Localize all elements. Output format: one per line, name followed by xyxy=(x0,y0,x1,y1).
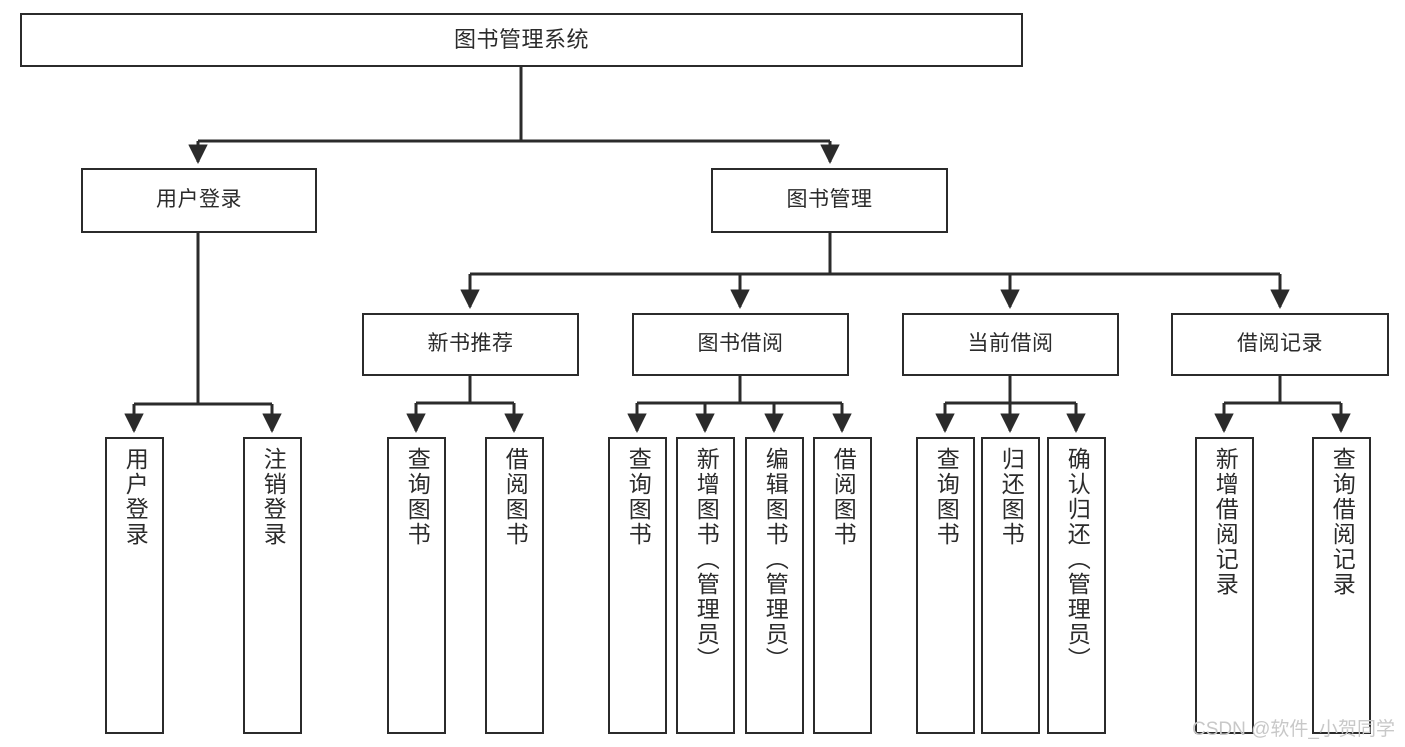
leaf-user-login-0[interactable]: 用户登录 xyxy=(105,437,164,734)
leaf-new-book-recommend-1[interactable]: 借阅图书 xyxy=(485,437,544,734)
node-current-borrow[interactable]: 当前借阅 xyxy=(902,313,1119,376)
leaf-current-borrow-1[interactable]: 归还图书 xyxy=(981,437,1040,734)
node-label: 注销登录 xyxy=(260,447,287,547)
node-label: 查询图书 xyxy=(625,447,652,547)
leaf-book-borrow-2[interactable]: 编辑图书（管理员） xyxy=(745,437,804,734)
node-label: 用户登录 xyxy=(122,447,149,547)
csdn-watermark: CSDN @软件_小贺同学 xyxy=(1192,719,1395,740)
leaf-new-book-recommend-0[interactable]: 查询图书 xyxy=(387,437,446,734)
leaf-current-borrow-2[interactable]: 确认归还（管理员） xyxy=(1047,437,1106,734)
node-label: 借阅图书 xyxy=(830,447,857,547)
leaf-borrow-record-1[interactable]: 查询借阅记录 xyxy=(1312,437,1371,734)
node-label: 编辑图书（管理员） xyxy=(762,447,789,672)
node-label: 归还图书 xyxy=(998,447,1025,547)
leaf-current-borrow-0[interactable]: 查询图书 xyxy=(916,437,975,734)
leaf-borrow-record-0[interactable]: 新增借阅记录 xyxy=(1195,437,1254,734)
node-new-book-recommend[interactable]: 新书推荐 xyxy=(362,313,579,376)
leaf-book-borrow-3[interactable]: 借阅图书 xyxy=(813,437,872,734)
leaf-book-borrow-1[interactable]: 新增图书（管理员） xyxy=(676,437,735,734)
node-book-management[interactable]: 图书管理 xyxy=(711,168,948,233)
node-label: 查询借阅记录 xyxy=(1329,447,1356,597)
node-label: 图书管理系统 xyxy=(453,27,589,53)
node-label: 借阅图书 xyxy=(502,447,529,547)
node-label: 新增借阅记录 xyxy=(1212,447,1239,597)
node-label: 查询图书 xyxy=(933,447,960,547)
node-label: 图书借阅 xyxy=(697,332,784,356)
node-label: 图书管理 xyxy=(786,188,873,212)
node-label: 查询图书 xyxy=(404,447,431,547)
node-label: 确认归还（管理员） xyxy=(1064,447,1091,672)
node-label: 新书推荐 xyxy=(427,332,514,356)
node-label: 新增图书（管理员） xyxy=(693,447,720,672)
node-root-system[interactable]: 图书管理系统 xyxy=(20,13,1023,67)
node-label: 当前借阅 xyxy=(967,332,1054,356)
leaf-user-login-1[interactable]: 注销登录 xyxy=(243,437,302,734)
node-label: 借阅记录 xyxy=(1237,332,1323,356)
node-borrow-record[interactable]: 借阅记录 xyxy=(1171,313,1389,376)
node-book-borrow[interactable]: 图书借阅 xyxy=(632,313,849,376)
node-user-login[interactable]: 用户登录 xyxy=(81,168,317,233)
leaf-book-borrow-0[interactable]: 查询图书 xyxy=(608,437,667,734)
node-label: 用户登录 xyxy=(156,188,242,212)
